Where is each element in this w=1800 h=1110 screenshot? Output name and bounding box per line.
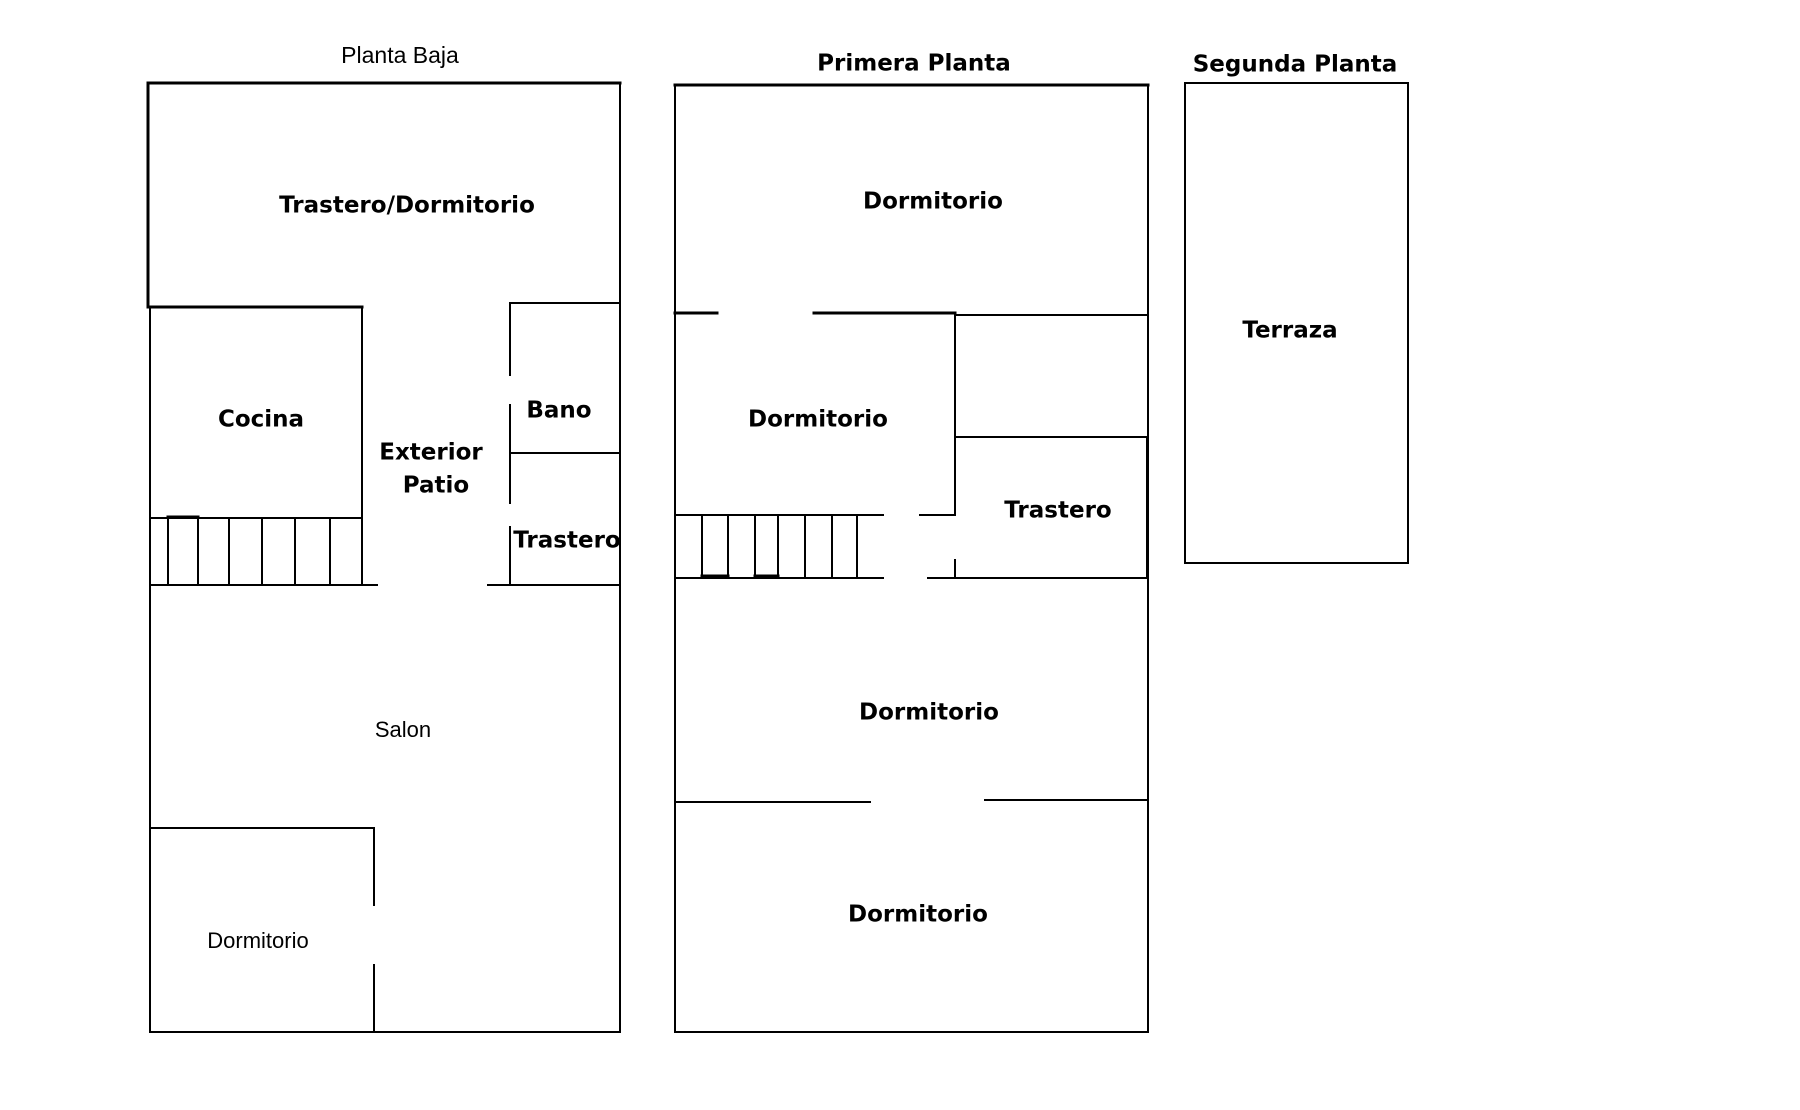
room-label-first-bedroom-lower: Dormitorio bbox=[859, 700, 999, 726]
room-label-storage-bedroom: Trastero/Dormitorio bbox=[279, 193, 535, 219]
room-label-ground-bedroom: Dormitorio bbox=[207, 928, 308, 953]
room-label-first-bedroom-bottom: Dormitorio bbox=[848, 902, 988, 928]
room-label-kitchen: Cocina bbox=[218, 407, 304, 433]
room-label-first-bedroom-middle: Dormitorio bbox=[748, 407, 888, 433]
room-label-first-storage: Trastero bbox=[1004, 498, 1111, 524]
room-label-patio: Patio bbox=[403, 473, 469, 499]
second-floor-title: Segunda Planta bbox=[1193, 52, 1398, 78]
room-label-ground-storage: Trastero bbox=[513, 528, 620, 554]
room-label-exterior: Exterior bbox=[379, 440, 483, 466]
first-floor-title: Primera Planta bbox=[817, 51, 1011, 77]
room-label-living-room: Salon bbox=[375, 717, 431, 742]
first-floor-plan bbox=[673, 83, 1150, 1033]
room-label-first-bedroom-top: Dormitorio bbox=[863, 189, 1003, 215]
room-label-bathroom: Bano bbox=[526, 398, 591, 424]
room-label-terrace: Terraza bbox=[1242, 318, 1337, 344]
second-floor-plan bbox=[1184, 82, 1409, 564]
ground-floor-plan bbox=[146, 81, 622, 1033]
ground-floor-title: Planta Baja bbox=[341, 42, 459, 68]
